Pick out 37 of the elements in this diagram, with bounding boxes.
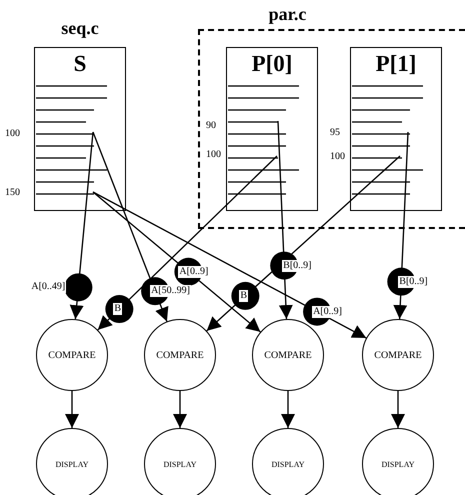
process-label: COMPARE — [156, 350, 204, 360]
process-circle — [252, 319, 324, 391]
edge-label: A[0..49] — [30, 281, 66, 294]
line-number: 100 — [330, 152, 345, 162]
arrow — [173, 391, 187, 428]
process-label: DISPLAY — [163, 460, 197, 468]
process-label: COMPARE — [264, 350, 312, 360]
process-label: COMPARE — [48, 350, 96, 360]
edge-label: B[0..9] — [282, 260, 313, 272]
code-block-title: P[0] — [250, 51, 294, 77]
file-name-heading: par.c — [268, 4, 308, 25]
arrow — [65, 391, 79, 428]
code-file-box — [350, 47, 442, 211]
code-block-title: S — [72, 51, 88, 77]
arrow — [391, 391, 405, 428]
process-label: DISPLAY — [381, 460, 415, 468]
edge-label: B[0..9] — [398, 276, 429, 288]
code-block-title: P[1] — [374, 51, 418, 77]
process-label: COMPARE — [374, 350, 422, 360]
process-label: DISPLAY — [271, 460, 305, 468]
edge-label: A[50..99] — [150, 285, 191, 298]
arrow — [92, 192, 261, 332]
edge-label: B — [113, 303, 122, 316]
edge-label: A[0..9] — [178, 266, 210, 278]
file-name-heading: seq.c — [60, 18, 100, 39]
arrow — [92, 191, 367, 339]
edge-label: A[0..9] — [312, 306, 343, 318]
code-file-box — [226, 47, 318, 211]
line-number: 95 — [330, 128, 340, 138]
line-number: 100 — [5, 129, 20, 139]
line-number: 150 — [5, 188, 20, 198]
arrow — [97, 156, 278, 330]
line-number: 90 — [206, 121, 216, 131]
process-label: DISPLAY — [55, 460, 89, 468]
line-number: 100 — [206, 150, 221, 160]
edge-label: B — [239, 290, 248, 302]
arrow — [281, 391, 295, 428]
